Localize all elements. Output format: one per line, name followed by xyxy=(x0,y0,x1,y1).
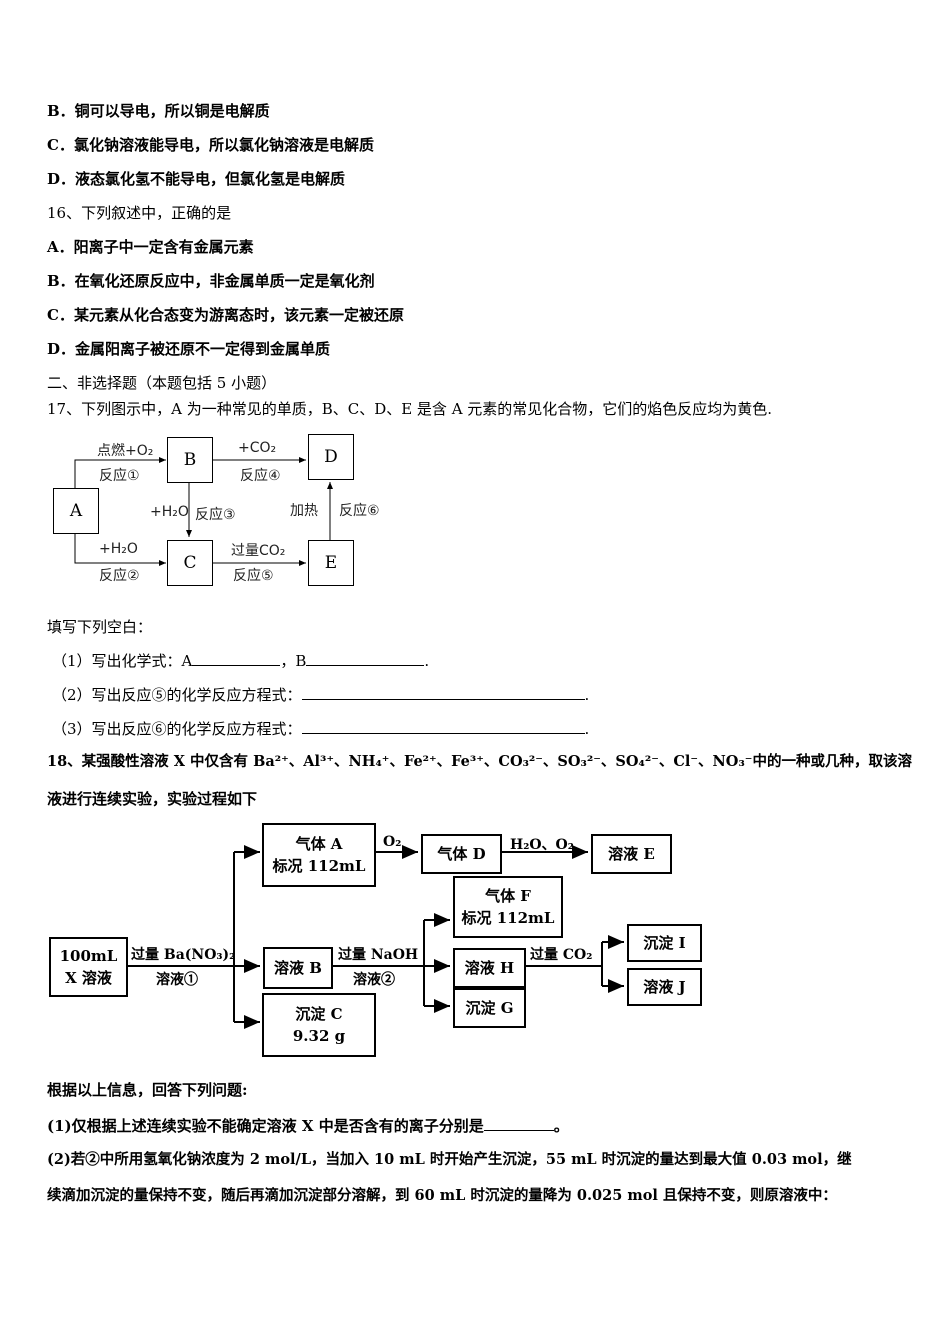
node-precipitate-c-label: 沉淀 C xyxy=(295,1005,343,1023)
label-ac-bottom: 反应② xyxy=(99,568,140,584)
node-gas-a: 气体 A 标况 112mL xyxy=(262,823,376,887)
q17-part1-text-b: ，B xyxy=(280,652,307,670)
label-step1-solution: 溶液① xyxy=(156,972,198,988)
node-gas-a-label: 气体 A xyxy=(295,835,343,853)
label-bd-top: +CO₂ xyxy=(238,440,277,456)
label-bc-right: 反应③ xyxy=(195,507,236,523)
q16-option-a: A．阳离子中一定含有金属元素 xyxy=(47,238,254,256)
node-c: C xyxy=(167,540,213,586)
node-x-volume: 100mL xyxy=(59,947,118,965)
node-solution-e: 溶液 E xyxy=(591,834,672,874)
label-ed-right: 反应⑥ xyxy=(339,503,380,519)
node-solution-h: 溶液 H xyxy=(453,948,526,988)
label-step1-reagent: 过量 Ba(NO₃)₂ xyxy=(131,947,236,963)
label-ed-left: 加热 xyxy=(290,503,318,519)
label-h2o-o2: H₂O、O₂ xyxy=(510,837,574,853)
q17-stem: 17、下列图示中，A 为一种常见的单质，B、C、D、E 是含 A 元素的常见化合… xyxy=(47,400,773,418)
q15-option-d: D．液态氯化氢不能导电，但氯化氢是电解质 xyxy=(47,170,346,188)
node-precipitate-g: 沉淀 G xyxy=(453,988,526,1028)
q17-part1: （1）写出化学式：A ，B. xyxy=(52,650,429,671)
label-co2: 过量 CO₂ xyxy=(530,947,593,963)
q17-part2-end: . xyxy=(584,686,590,704)
node-precipitate-c: 沉淀 C 9.32 g xyxy=(262,993,376,1057)
node-d: D xyxy=(308,434,354,480)
node-gas-a-volume: 标况 112mL xyxy=(272,857,366,875)
label-bd-bottom: 反应④ xyxy=(240,468,281,484)
q17-part2: （2）写出反应⑤的化学反应方程式：. xyxy=(52,684,589,705)
q17-part2-text: （2）写出反应⑤的化学反应方程式： xyxy=(52,686,302,704)
answer-blank-a[interactable] xyxy=(192,650,281,666)
label-o2: O₂ xyxy=(383,834,402,850)
fill-prompt: 填写下列空白： xyxy=(47,618,153,636)
q17-part3: （3）写出反应⑥的化学反应方程式：. xyxy=(52,718,589,739)
q17-part3-end: . xyxy=(584,720,590,738)
node-solution-e-label: 溶液 E xyxy=(608,845,655,863)
node-a: A xyxy=(53,488,99,534)
label-ac-top: +H₂O xyxy=(99,541,138,557)
q18-stem-line1: 18、某强酸性溶液 X 中仅含有 Ba²⁺、Al³⁺、NH₄⁺、Fe²⁺、Fe³… xyxy=(47,753,912,770)
answer-blank-ions[interactable] xyxy=(483,1115,554,1131)
diagram17-arrows xyxy=(74,457,333,566)
q16-stem: 16、下列叙述中，正确的是 xyxy=(47,204,232,222)
q15-option-c: C．氯化钠溶液能导电，所以氯化钠溶液是电解质 xyxy=(47,136,374,154)
q16-option-c: C．某元素从化合态变为游离态时，该元素一定被还原 xyxy=(47,306,404,324)
label-ab-bottom: 反应① xyxy=(99,468,140,484)
node-b: B xyxy=(167,437,213,483)
node-precipitate-i-label: 沉淀 I xyxy=(643,934,686,952)
q18-part1-text: (1)仅根据上述连续实验不能确定溶液 X 中是否含有的离子分别是 xyxy=(47,1117,484,1135)
node-gas-d: 气体 D xyxy=(421,834,502,874)
q18-part1: (1)仅根据上述连续实验不能确定溶液 X 中是否含有的离子分别是 。 xyxy=(47,1115,569,1136)
answer-blank-reaction6[interactable] xyxy=(301,718,585,734)
node-x-solution: 100mL X 溶液 xyxy=(49,937,128,997)
node-x-label: X 溶液 xyxy=(65,969,112,987)
node-precipitate-i: 沉淀 I xyxy=(627,924,702,962)
node-solution-j: 溶液 J xyxy=(627,968,702,1006)
label-step2-reagent: 过量 NaOH xyxy=(338,947,419,963)
q16-option-b: B．在氧化还原反应中，非金属单质一定是氧化剂 xyxy=(47,272,375,290)
label-bc-left: +H₂O xyxy=(150,504,189,520)
answer-blank-b[interactable] xyxy=(306,650,425,666)
node-gas-f: 气体 F 标况 112mL xyxy=(453,876,563,938)
node-precipitate-g-label: 沉淀 G xyxy=(465,999,514,1017)
node-solution-b: 溶液 B xyxy=(263,947,333,989)
q17-part1-text-a: （1）写出化学式：A xyxy=(52,652,193,670)
q16-option-d: D．金属阳离子被还原不一定得到金属单质 xyxy=(47,340,331,358)
q18-prompt: 根据以上信息，回答下列问题: xyxy=(47,1081,248,1099)
label-ce-top: 过量CO₂ xyxy=(231,543,286,559)
node-gas-f-volume: 标况 112mL xyxy=(461,909,555,927)
label-ab-top: 点燃+O₂ xyxy=(97,443,154,459)
q18-stem-line2: 液进行连续实验，实验过程如下 xyxy=(47,790,258,808)
node-solution-h-label: 溶液 H xyxy=(464,959,515,977)
node-solution-b-label: 溶液 B xyxy=(274,959,322,977)
node-e: E xyxy=(308,540,354,586)
q18-part1-end: 。 xyxy=(553,1117,569,1135)
label-step2-solution: 溶液② xyxy=(353,972,395,988)
q17-part3-text: （3）写出反应⑥的化学反应方程式： xyxy=(52,720,302,738)
node-precipitate-c-mass: 9.32 g xyxy=(292,1027,346,1045)
q18-part2-line2: 续滴加沉淀的量保持不变，随后再滴加沉淀部分溶解，到 60 mL 时沉淀的量降为 … xyxy=(47,1187,837,1204)
node-gas-f-label: 气体 F xyxy=(485,887,531,905)
q15-option-b: B．铜可以导电，所以铜是电解质 xyxy=(47,102,270,120)
q18-part2-line1: (2)若②中所用氢氧化钠浓度为 2 mol/L，当加入 10 mL 时开始产生沉… xyxy=(47,1151,852,1168)
label-ce-bottom: 反应⑤ xyxy=(233,568,274,584)
answer-blank-reaction5[interactable] xyxy=(301,684,585,700)
q17-part1-end: . xyxy=(424,652,430,670)
node-gas-d-label: 气体 D xyxy=(437,845,486,863)
node-solution-j-label: 溶液 J xyxy=(643,978,686,996)
section-heading: 二、非选择题（本题包括 5 小题） xyxy=(47,374,277,392)
